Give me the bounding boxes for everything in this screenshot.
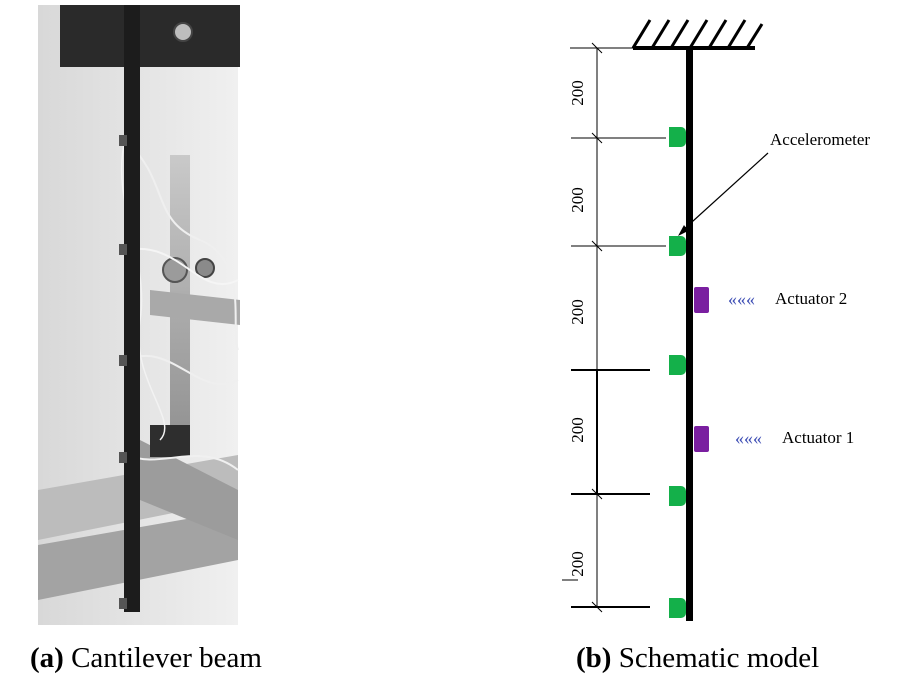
- accelerometer-label: Accelerometer: [770, 130, 870, 149]
- dimension-label: 200: [568, 417, 587, 443]
- actuator-2-marker: [694, 287, 709, 313]
- caption-a: (a) Cantilever beam: [30, 642, 262, 675]
- base-cross-rail: [140, 440, 238, 540]
- sensor: [119, 244, 127, 255]
- caption-b-text: Schematic model: [618, 642, 820, 674]
- caption-b-tag: (b): [576, 642, 612, 674]
- actuator-1-label: Actuator 1: [782, 428, 854, 447]
- actuator-2-label: Actuator 2: [775, 289, 847, 308]
- dimension-label: 200: [568, 80, 587, 106]
- dimension-label: 200: [568, 299, 587, 325]
- accelerometers: [669, 127, 686, 618]
- sensor: [119, 135, 127, 146]
- clamp-knob: [195, 258, 215, 278]
- mounting-bolt: [173, 22, 193, 42]
- sensor: [119, 355, 127, 366]
- sensor: [119, 598, 127, 609]
- accelerometer-marker: [669, 127, 686, 147]
- accelerometer-marker: [669, 486, 686, 506]
- caption-a-tag: (a): [30, 642, 64, 674]
- fixed-support-hatch: [631, 19, 764, 49]
- pointer-arrowhead: [678, 225, 688, 236]
- dimension-label: 200: [568, 551, 587, 577]
- actuator-2-arrows: «««: [728, 289, 755, 309]
- actuator-1-marker: [694, 426, 709, 452]
- mounting-plate: [60, 5, 240, 67]
- schematic-beam: [686, 48, 693, 621]
- actuator-block: [150, 425, 190, 457]
- dimension-label: 200: [568, 187, 587, 213]
- support-arm: [150, 290, 240, 325]
- dimension-lines: [562, 42, 666, 613]
- actuator-1-arrows: «««: [735, 428, 762, 448]
- accelerometer-pointer: [681, 152, 769, 232]
- beam: [124, 5, 140, 612]
- caption-b: (b) Schematic model: [576, 642, 819, 675]
- sensor: [119, 452, 127, 463]
- dimension-lines-bold: [571, 369, 650, 608]
- caption-a-text: Cantilever beam: [71, 642, 262, 674]
- accelerometer-marker: [669, 355, 686, 375]
- accelerometer-marker: [669, 598, 686, 618]
- accelerometer-marker: [669, 236, 686, 256]
